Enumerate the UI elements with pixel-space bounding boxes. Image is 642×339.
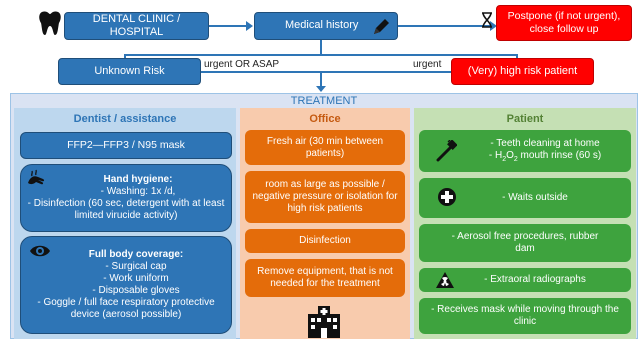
pencil-icon bbox=[371, 17, 391, 41]
edge-label-urgent: urgent bbox=[413, 59, 442, 70]
patient-mask-label: - Receives mask while moving through the… bbox=[431, 304, 619, 327]
hand-hygiene-line: - Disinfection (60 sec, detergent with a… bbox=[27, 198, 225, 221]
postpone-box: Postpone (if not urgent), close follow u… bbox=[496, 5, 632, 41]
connector-to-highrisk bbox=[516, 54, 518, 58]
connector-to-treatment bbox=[320, 71, 322, 89]
high-risk-box: (Very) high risk patient bbox=[451, 58, 594, 85]
full-body-line: - Goggle / full face respiratory protect… bbox=[37, 297, 215, 320]
high-risk-label: (Very) high risk patient bbox=[467, 64, 578, 77]
medical-history-box: Medical history bbox=[254, 12, 398, 40]
tooth-icon bbox=[38, 10, 62, 41]
full-body-line: - Disposable gloves bbox=[92, 285, 180, 296]
hand-hygiene-title: Hand hygiene: bbox=[103, 174, 173, 185]
toothbrush-icon bbox=[435, 139, 458, 166]
patient-cleaning-line2: - H2O2 mouth rinse (60 s) bbox=[488, 149, 602, 163]
full-body-line: - Work uniform bbox=[103, 273, 169, 284]
dentist-mask-label: FFP2—FFP3 / N95 mask bbox=[67, 139, 185, 152]
patient-item-radiographs: - Extraoral radiographs bbox=[419, 268, 631, 292]
connector-highrisk-treatment bbox=[320, 71, 451, 73]
unknown-risk-label: Unknown Risk bbox=[94, 64, 165, 77]
hand-hygiene-box: Hand hygiene: - Washing: 1x /d, - Disinf… bbox=[20, 164, 232, 232]
office-item-label: Fresh air (30 min between patients) bbox=[266, 135, 384, 159]
patient-item-mask: - Receives mask while moving through the… bbox=[419, 298, 631, 334]
eye-icon bbox=[29, 244, 51, 262]
arrowhead bbox=[316, 86, 326, 92]
office-item-room: room as large as possible / negative pre… bbox=[245, 171, 405, 223]
patient-heading: Patient bbox=[506, 113, 544, 125]
patient-cleaning-line1: - Teeth cleaning at home bbox=[490, 137, 600, 149]
dentist-heading: Dentist / assistance bbox=[73, 113, 177, 125]
connector-history-postpone bbox=[398, 25, 493, 27]
office-item-fresh-air: Fresh air (30 min between patients) bbox=[245, 130, 405, 165]
patient-radiographs-label: - Extraoral radiographs bbox=[484, 274, 586, 285]
office-item-label: Remove equipment, that is not needed for… bbox=[257, 266, 393, 289]
unknown-risk-box: Unknown Risk bbox=[58, 58, 201, 85]
office-item-label: Disinfection bbox=[299, 235, 351, 246]
full-body-box: Full body coverage: - Surgical cap - Wor… bbox=[20, 236, 232, 334]
arrowhead bbox=[490, 21, 497, 31]
patient-item-cleaning: - Teeth cleaning at home - H2O2 mouth ri… bbox=[419, 130, 631, 172]
postpone-label: Postpone (if not urgent), close follow u… bbox=[507, 10, 621, 35]
connector-to-unknown bbox=[124, 54, 126, 58]
clinic-label: DENTAL CLINIC / HOSPITAL bbox=[92, 12, 181, 38]
clinic-box: DENTAL CLINIC / HOSPITAL bbox=[64, 12, 209, 40]
connector-unknown-treatment bbox=[201, 71, 320, 73]
connector-split-horizontal bbox=[124, 54, 518, 56]
office-item-disinfection: Disinfection bbox=[245, 229, 405, 253]
medical-history-label: Medical history bbox=[285, 19, 359, 32]
hourglass-icon bbox=[481, 12, 493, 33]
office-item-remove-equipment: Remove equipment, that is not needed for… bbox=[245, 259, 405, 297]
treatment-title: TREATMENT bbox=[290, 95, 358, 107]
patient-aerosol-label: - Aerosol free procedures, rubber dam bbox=[451, 231, 599, 254]
connector-split-vertical bbox=[320, 40, 322, 55]
hospital-icon bbox=[306, 304, 342, 339]
full-body-line: - Surgical cap bbox=[105, 261, 167, 272]
radiation-icon bbox=[435, 271, 455, 293]
handwash-icon bbox=[26, 169, 48, 193]
office-heading: Office bbox=[309, 113, 341, 125]
patient-item-waits: - Waits outside bbox=[419, 178, 631, 218]
patient-waits-label: - Waits outside bbox=[502, 192, 568, 203]
medical-cross-icon bbox=[437, 187, 457, 211]
dentist-mask-box: FFP2—FFP3 / N95 mask bbox=[20, 132, 232, 159]
arrowhead bbox=[246, 21, 253, 31]
office-item-label: room as large as possible / negative pre… bbox=[252, 179, 398, 214]
hand-hygiene-line: - Washing: 1x /d, bbox=[100, 186, 176, 197]
patient-item-aerosol: - Aerosol free procedures, rubber dam bbox=[419, 224, 631, 262]
connector-clinic-history bbox=[209, 25, 251, 27]
edge-label-urgent-asap: urgent OR ASAP bbox=[204, 59, 280, 70]
full-body-title: Full body coverage: bbox=[88, 249, 184, 260]
